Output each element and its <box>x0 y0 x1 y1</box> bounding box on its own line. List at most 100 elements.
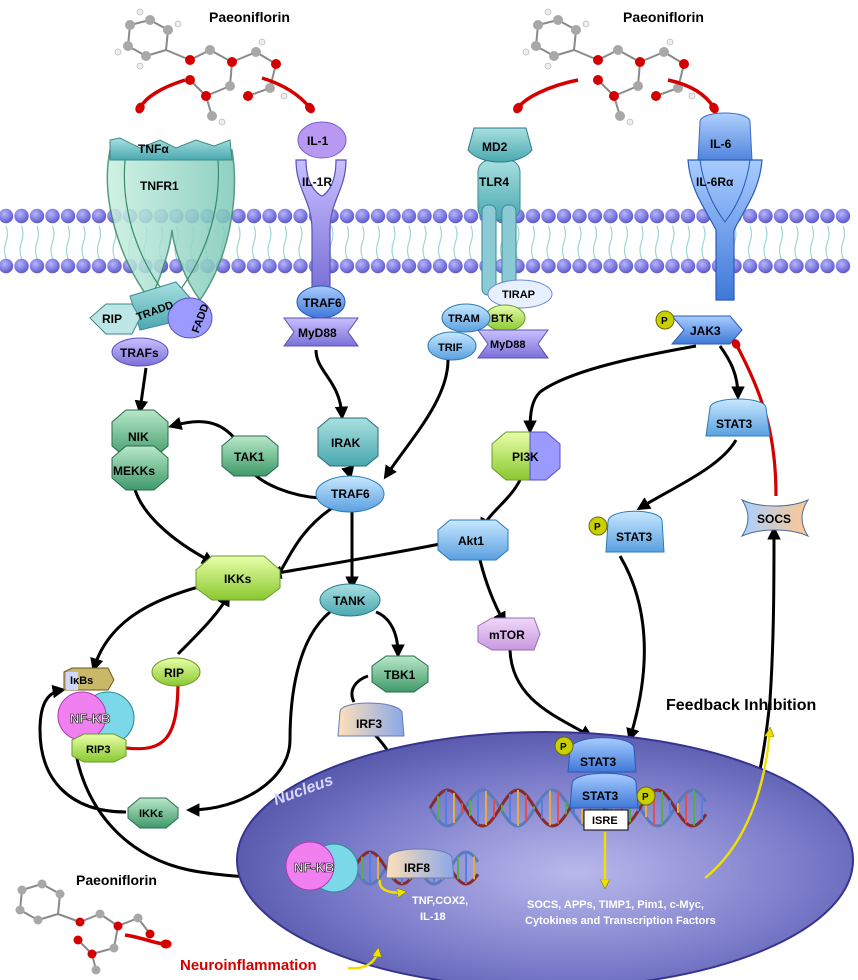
jak3-phospho-label: P <box>661 316 668 327</box>
irf8-node <box>385 848 455 879</box>
ikbs-label: IκBs <box>70 675 93 687</box>
arrow-rip-ikks <box>176 592 230 656</box>
arrow-stat3-stat3p <box>636 439 738 511</box>
paeoniflorin-molecule-right <box>522 8 696 126</box>
rip-mid-node <box>151 657 201 687</box>
md2-label: MD2 <box>482 140 508 154</box>
arrow-mtor-stat3 <box>508 649 594 739</box>
ikke-label: IKKε <box>139 808 164 820</box>
drug-label-left: Paeoniflorin <box>209 9 290 25</box>
feedback-label: Feedback Inhibition <box>666 697 816 714</box>
arrow-trif-traf6 <box>383 359 450 480</box>
btk-label: BTK <box>491 313 514 325</box>
socs-label: SOCS <box>757 512 791 526</box>
arrow-outcome-yellow <box>347 950 378 970</box>
inhibit-tnfa-curve <box>135 78 186 114</box>
pi3k-label: PI3K <box>512 450 539 464</box>
il6-label: IL-6 <box>710 137 732 151</box>
tlr4-adaptor-complex <box>427 279 553 361</box>
mtor-node <box>477 617 541 651</box>
nik-mekks-node <box>111 409 169 491</box>
rip-label-top: RIP <box>102 312 122 326</box>
arrow-irf8-genes <box>378 879 404 893</box>
arrow-irak-traf6 <box>341 465 355 480</box>
arrow-tak1-nik <box>168 416 238 441</box>
arrow-traf6-ikks <box>278 506 333 573</box>
nfkb-label-cyto: NF-KB <box>70 711 110 726</box>
myd88-2-label: MyD88 <box>490 339 525 351</box>
rip3-label: RIP3 <box>86 744 110 756</box>
nfkb-genes-line2: IL-18 <box>420 911 446 923</box>
stat3-nuc-phospho-top: P <box>560 742 567 753</box>
jak3-label: JAK3 <box>690 324 721 338</box>
stat3-targets-line2: Cytokines and Transcription Factors <box>525 915 716 927</box>
traf6-node <box>315 475 385 513</box>
tak1-node <box>221 435 279 477</box>
socs-node <box>740 498 810 538</box>
stat3p-label: STAT3 <box>616 530 653 544</box>
paeoniflorin-molecule-bottom <box>15 879 155 975</box>
inhibit-rip3-rip <box>125 674 183 751</box>
outcome-label: Neuroinflammation <box>180 957 317 974</box>
arrow-tbk1-irf3 <box>350 674 369 703</box>
ikks-label: IKKs <box>224 572 252 586</box>
trif-label: TRIF <box>438 342 463 354</box>
il6ra-receptor <box>687 112 763 301</box>
stat3-node <box>705 398 771 437</box>
tbk1-node <box>371 655 429 693</box>
arrow-akt1-ikks <box>268 542 441 580</box>
paeoniflorin-molecule-left <box>114 8 288 126</box>
tnfr1-receptor <box>106 137 236 302</box>
nfkb-nucleus-complex <box>285 841 359 893</box>
tank-node <box>319 583 381 617</box>
traf6-label: TRAF6 <box>331 487 370 501</box>
tnfr1-adaptor-complex <box>89 281 213 367</box>
inhibit-il1-curve <box>261 76 315 114</box>
inhibit-outcome-curve <box>124 933 172 949</box>
signal-arrows <box>38 344 781 886</box>
tram-label: TRAM <box>448 313 480 325</box>
ikke-node <box>127 797 179 829</box>
inhibit-tlr4-curve <box>513 78 579 114</box>
traf6-top-label: TRAF6 <box>303 296 342 310</box>
akt1-node <box>437 519 509 561</box>
arrow-feedback-yellow <box>704 730 770 879</box>
jak3-complex <box>655 310 743 345</box>
ikks-node <box>195 555 281 601</box>
drug-inhibition-curves <box>124 76 719 949</box>
il6ra-label: IL-6Rα <box>696 175 734 189</box>
tnfr1-label: TNFR1 <box>140 179 179 193</box>
isre-label: ISRE <box>592 815 618 827</box>
trafs-label: TRAFs <box>120 346 159 360</box>
il1-label: IL-1 <box>307 134 329 148</box>
arrow-myd88-irak <box>314 349 349 421</box>
arrow-stat3p-stat3n <box>618 555 646 742</box>
rip-mid-label: RIP <box>164 666 184 680</box>
irak-node <box>317 417 379 467</box>
nfkb-nuc-label: NF-KB <box>294 860 334 875</box>
stat3-dimer <box>554 736 656 809</box>
irf3-node <box>337 702 405 737</box>
il1r-receptor <box>295 121 347 291</box>
il1r-label: IL-1R <box>302 175 332 189</box>
akt1-label: Akt1 <box>458 534 484 548</box>
arrow-tank-ikke <box>185 610 331 817</box>
stat3-nuc-top-label: STAT3 <box>580 755 617 769</box>
drug-label-right: Paeoniflorin <box>623 9 704 25</box>
drug-label-bottom: Paeoniflorin <box>76 872 157 888</box>
tirap-label: TIRAP <box>502 289 535 301</box>
arrow-jak3-stat3 <box>718 345 745 401</box>
stat3-targets-line1: SOCS, APPs, TIMP1, Pim1, c-Myc, <box>527 899 704 911</box>
stat3p-phospho: P <box>594 522 601 533</box>
arrow-jak3-pi3k <box>523 344 697 435</box>
tank-label: TANK <box>333 594 366 608</box>
tbk1-label: TBK1 <box>384 668 416 682</box>
arrow-ikke-nfkb <box>38 684 127 814</box>
tak1-label: TAK1 <box>234 450 265 464</box>
stat3-nuc-bottom-label: STAT3 <box>582 789 619 803</box>
stat3-label: STAT3 <box>716 417 753 431</box>
output-arrows <box>347 730 770 970</box>
inhibit-il6-curve <box>667 78 719 114</box>
mtor-label: mTOR <box>489 628 525 642</box>
